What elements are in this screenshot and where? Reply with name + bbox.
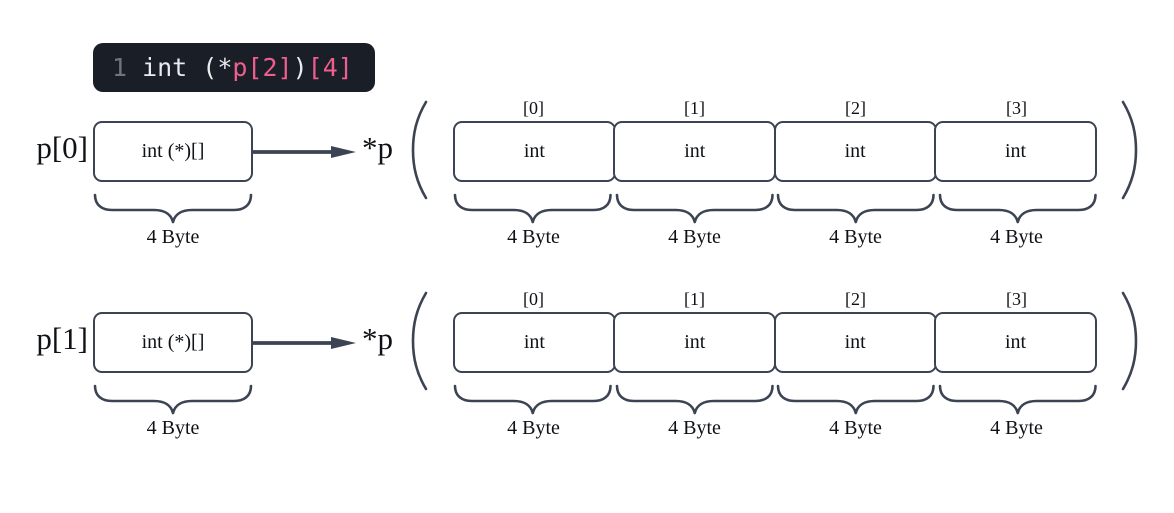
code-line-number: 1	[112, 53, 128, 82]
row-p1: p[1] int (*)[] *p [0] [1] [2] [3] int in…	[0, 286, 1174, 456]
array-cell: int	[613, 312, 777, 373]
index-label: [2]	[845, 289, 866, 309]
byte-size-label: 4 Byte	[146, 226, 200, 248]
row-p0: p[0] int (*)[] *p [0] [1] [2] [3] int in…	[0, 95, 1174, 265]
array-cell: int	[773, 121, 937, 182]
cell-type-label: int	[1005, 140, 1027, 162]
cell-type-label: int	[523, 331, 545, 353]
index-label: [2]	[845, 98, 866, 118]
pointer-type-label: int (*)[]	[141, 331, 205, 353]
cell-type-label: int	[684, 140, 706, 162]
array-cell: int	[613, 121, 777, 182]
byte-size-label: 4 Byte	[668, 226, 721, 248]
index-label: [0]	[523, 289, 544, 309]
brace-icon	[453, 384, 612, 415]
index-label: [0]	[523, 98, 544, 118]
cell-size-braces	[453, 193, 1097, 225]
array-cell: int	[453, 312, 616, 373]
int-array-cells: int int int int	[453, 121, 1097, 182]
byte-size-label: 4 Byte	[507, 226, 560, 248]
brace-icon	[93, 193, 253, 224]
byte-size-label: 4 Byte	[829, 226, 882, 248]
close-paren-icon	[1121, 291, 1138, 391]
pointer-box: int (*)[]	[93, 121, 253, 182]
brace-icon	[615, 384, 774, 415]
brace-icon	[776, 384, 935, 415]
pointer-element-label: p[0]	[36, 130, 88, 165]
dereference-label: *p	[362, 321, 393, 356]
array-cell: int	[773, 312, 937, 373]
byte-size-label: 4 Byte	[668, 417, 721, 439]
byte-size-label: 4 Byte	[829, 417, 882, 439]
pointer-element-label: p[1]	[36, 321, 88, 356]
brace-icon	[776, 193, 935, 224]
code-token: int (*	[142, 53, 233, 82]
array-cell: int	[934, 121, 1097, 182]
open-paren-icon	[411, 291, 428, 391]
byte-size-label: 4 Byte	[990, 226, 1043, 248]
code-token: p[2]	[232, 53, 293, 82]
brace-icon	[615, 193, 774, 224]
index-labels: [0] [1] [2] [3]	[453, 99, 1097, 117]
cell-type-label: int	[1005, 331, 1027, 353]
cell-size-labels: 4 Byte 4 Byte 4 Byte 4 Byte	[453, 225, 1097, 249]
cell-type-label: int	[684, 331, 706, 353]
index-label: [1]	[684, 289, 705, 309]
byte-size-label: 4 Byte	[990, 417, 1043, 439]
index-label: [3]	[1006, 98, 1027, 118]
arrow-icon	[253, 337, 356, 349]
index-label: [1]	[684, 98, 705, 118]
open-paren-icon	[411, 100, 428, 200]
cell-size-labels: 4 Byte 4 Byte 4 Byte 4 Byte	[453, 416, 1097, 440]
pointer-type-label: int (*)[]	[141, 140, 205, 162]
byte-size-label: 4 Byte	[146, 417, 200, 439]
dereference-label: *p	[362, 130, 393, 165]
pointer-box: int (*)[]	[93, 312, 253, 373]
brace-icon	[938, 193, 1097, 224]
code-token: )	[292, 53, 308, 82]
cell-type-label: int	[523, 140, 545, 162]
int-array-cells: int int int int	[453, 312, 1097, 373]
array-cell: int	[453, 121, 616, 182]
brace-icon	[453, 193, 612, 224]
cell-type-label: int	[844, 140, 866, 162]
byte-size-label: 4 Byte	[507, 417, 560, 439]
array-cell: int	[934, 312, 1097, 373]
cell-type-label: int	[844, 331, 866, 353]
code-token: [4]	[307, 53, 353, 82]
cell-size-braces	[453, 384, 1097, 416]
index-labels: [0] [1] [2] [3]	[453, 290, 1097, 308]
brace-icon	[938, 384, 1097, 415]
index-label: [3]	[1006, 289, 1027, 309]
code-snippet: 1 int (*p[2])[4]	[93, 43, 375, 92]
brace-icon	[93, 384, 253, 415]
close-paren-icon	[1121, 100, 1138, 200]
arrow-icon	[253, 146, 356, 158]
